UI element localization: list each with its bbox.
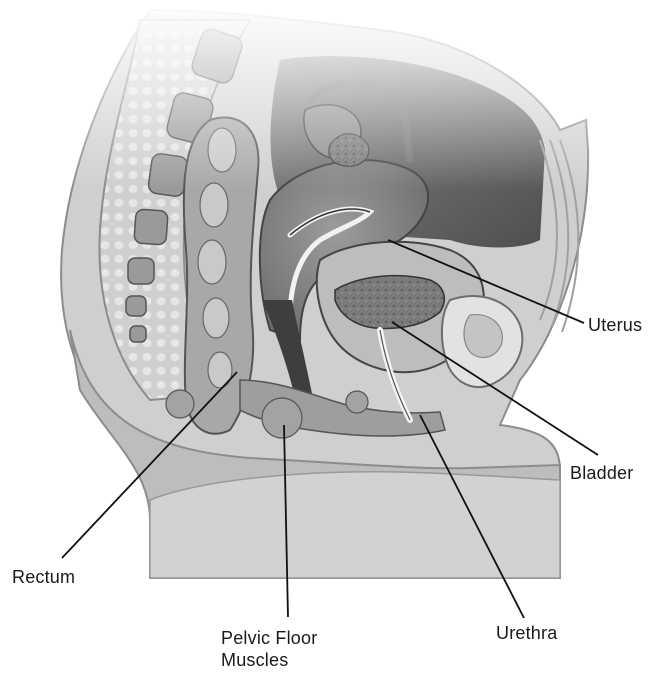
urethra-label: Urethra: [496, 622, 557, 644]
pelvic-floor-label-line1: Pelvic Floor: [221, 627, 317, 649]
pelvic-floor-label-line2: Muscles: [221, 649, 317, 671]
uterus-label: Uterus: [588, 314, 642, 336]
rectum-label: Rectum: [12, 566, 75, 588]
pelvic-floor-muscles-label: Pelvic Floor Muscles: [221, 627, 317, 671]
bladder-label: Bladder: [570, 462, 633, 484]
